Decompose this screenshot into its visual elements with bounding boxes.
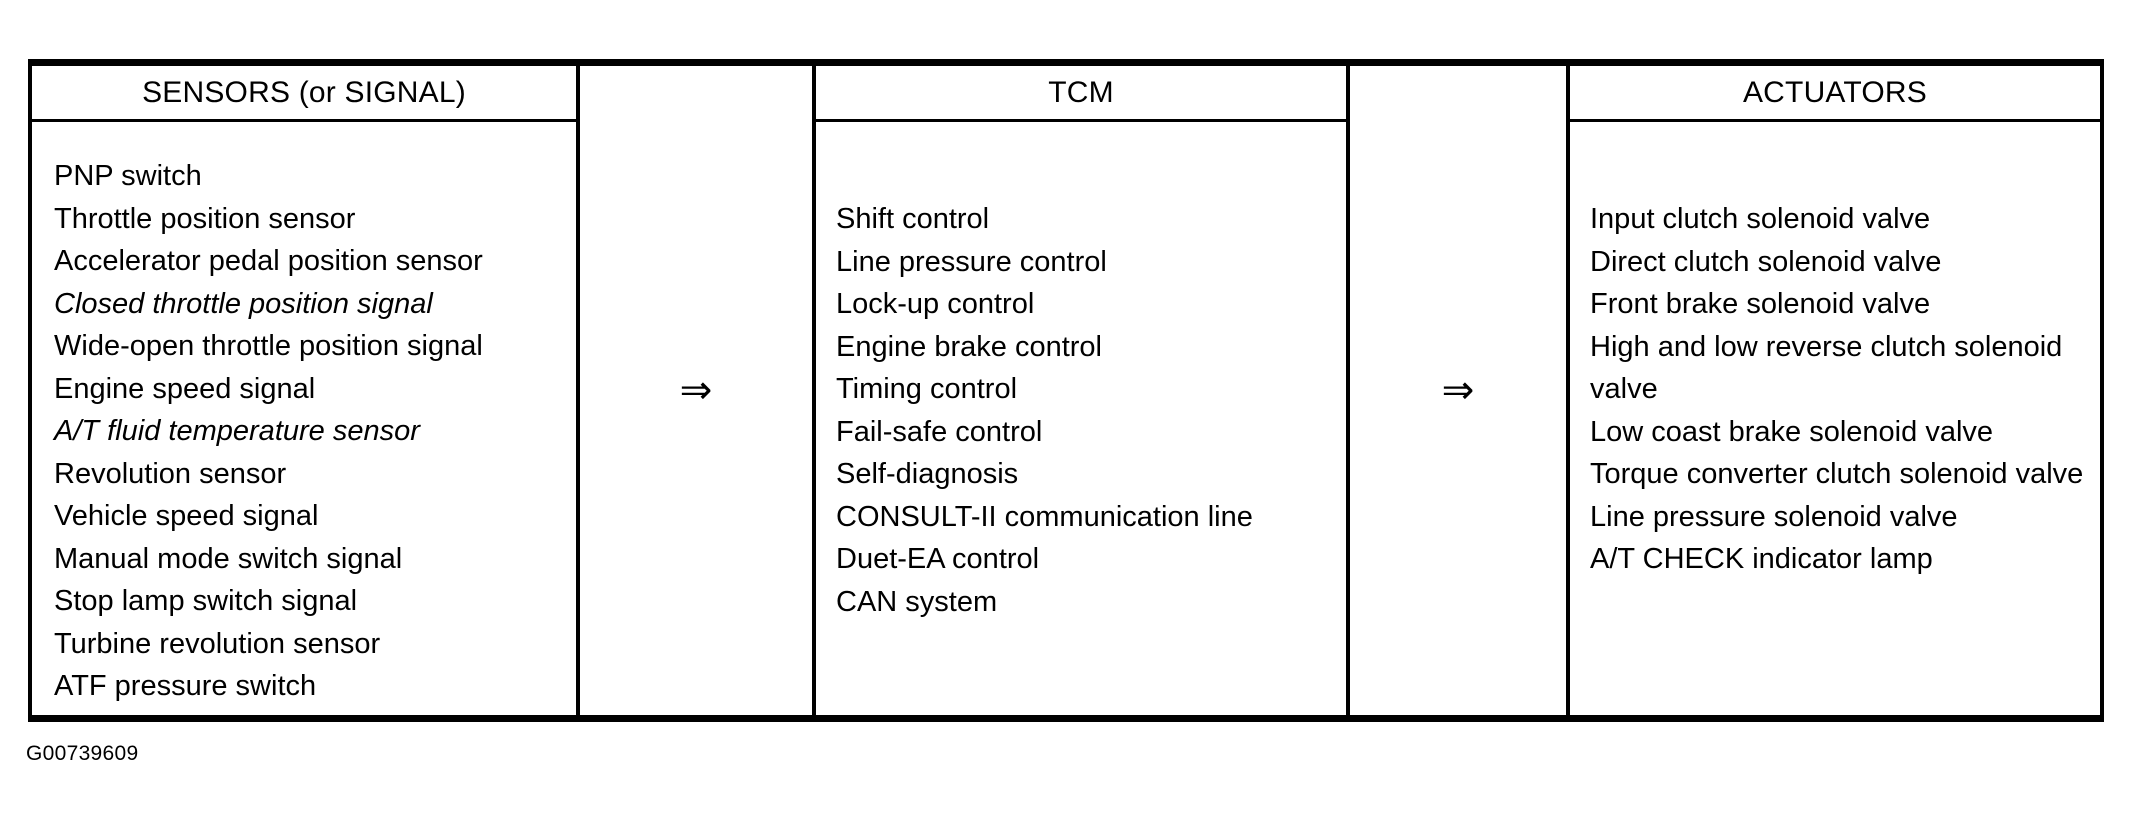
column-header-sensors: SENSORS (or SIGNAL) bbox=[32, 66, 576, 122]
rightwards-double-arrow-icon: ⇒ bbox=[679, 368, 713, 413]
list-item: Vehicle speed signal bbox=[54, 500, 319, 532]
list-item: Line pressure solenoid valve bbox=[1590, 500, 1958, 533]
list-item: Wide-open throttle position signal bbox=[54, 330, 483, 362]
list-item: Direct clutch solenoid valve bbox=[1590, 245, 1942, 278]
list-item: Revolution sensor bbox=[54, 457, 287, 490]
column-header-actuators: ACTUATORS bbox=[1570, 66, 2100, 122]
list-item: Line pressure control bbox=[836, 245, 1107, 278]
list-item: ATF pressure switch bbox=[54, 670, 317, 702]
list-item: Torque converter clutch solenoid valve bbox=[1590, 458, 2084, 490]
list-item: Input clutch solenoid valve bbox=[1590, 203, 1931, 235]
list-item: CONSULT-II communication line bbox=[836, 500, 1253, 533]
list-item: Self-diagnosis bbox=[836, 458, 1019, 490]
column-title-actuators: ACTUATORS bbox=[1742, 75, 1928, 109]
list-item: Front brake solenoid valve bbox=[1590, 288, 1931, 320]
figure-caption: G00739609 bbox=[26, 742, 139, 765]
list-item: Turbine revolution sensor bbox=[54, 627, 381, 660]
list-item: High and low reverse clutch solenoid val… bbox=[1590, 330, 2063, 406]
list-item: Closed throttle position signal bbox=[54, 287, 433, 320]
column-title-tcm: TCM bbox=[1048, 75, 1114, 109]
list-item: Fail-safe control bbox=[836, 415, 1043, 448]
list-item: PNP switch bbox=[54, 160, 202, 192]
column-title-sensors: SENSORS (or SIGNAL) bbox=[142, 75, 466, 109]
list-item: A/T fluid temperature sensor bbox=[54, 415, 420, 447]
list-item: Duet-EA control bbox=[836, 543, 1040, 575]
list-item: Low coast brake solenoid valve bbox=[1590, 415, 1994, 448]
list-item: Timing control bbox=[836, 373, 1018, 405]
diagram-top-rule bbox=[28, 59, 2104, 66]
arrow-tcm-to-actuators: ⇒ bbox=[1350, 66, 1566, 715]
arrow-sensors-to-tcm: ⇒ bbox=[580, 66, 812, 715]
list-item: Engine speed signal bbox=[54, 372, 316, 405]
list-item: CAN system bbox=[836, 585, 998, 618]
list-item: Engine brake control bbox=[836, 330, 1102, 363]
list-item: Shift control bbox=[836, 203, 990, 235]
diagram-bottom-rule bbox=[28, 715, 2104, 722]
list-item: A/T CHECK indicator lamp bbox=[1590, 543, 1933, 575]
list-item: Lock-up control bbox=[836, 288, 1035, 320]
list-item: Stop lamp switch signal bbox=[54, 585, 358, 617]
list-item: Accelerator pedal position sensor bbox=[54, 245, 483, 277]
list-item: Manual mode switch signal bbox=[54, 542, 403, 575]
rightwards-double-arrow-icon: ⇒ bbox=[1441, 368, 1475, 413]
column-header-tcm: TCM bbox=[816, 66, 1346, 122]
list-item: Throttle position sensor bbox=[54, 202, 356, 235]
